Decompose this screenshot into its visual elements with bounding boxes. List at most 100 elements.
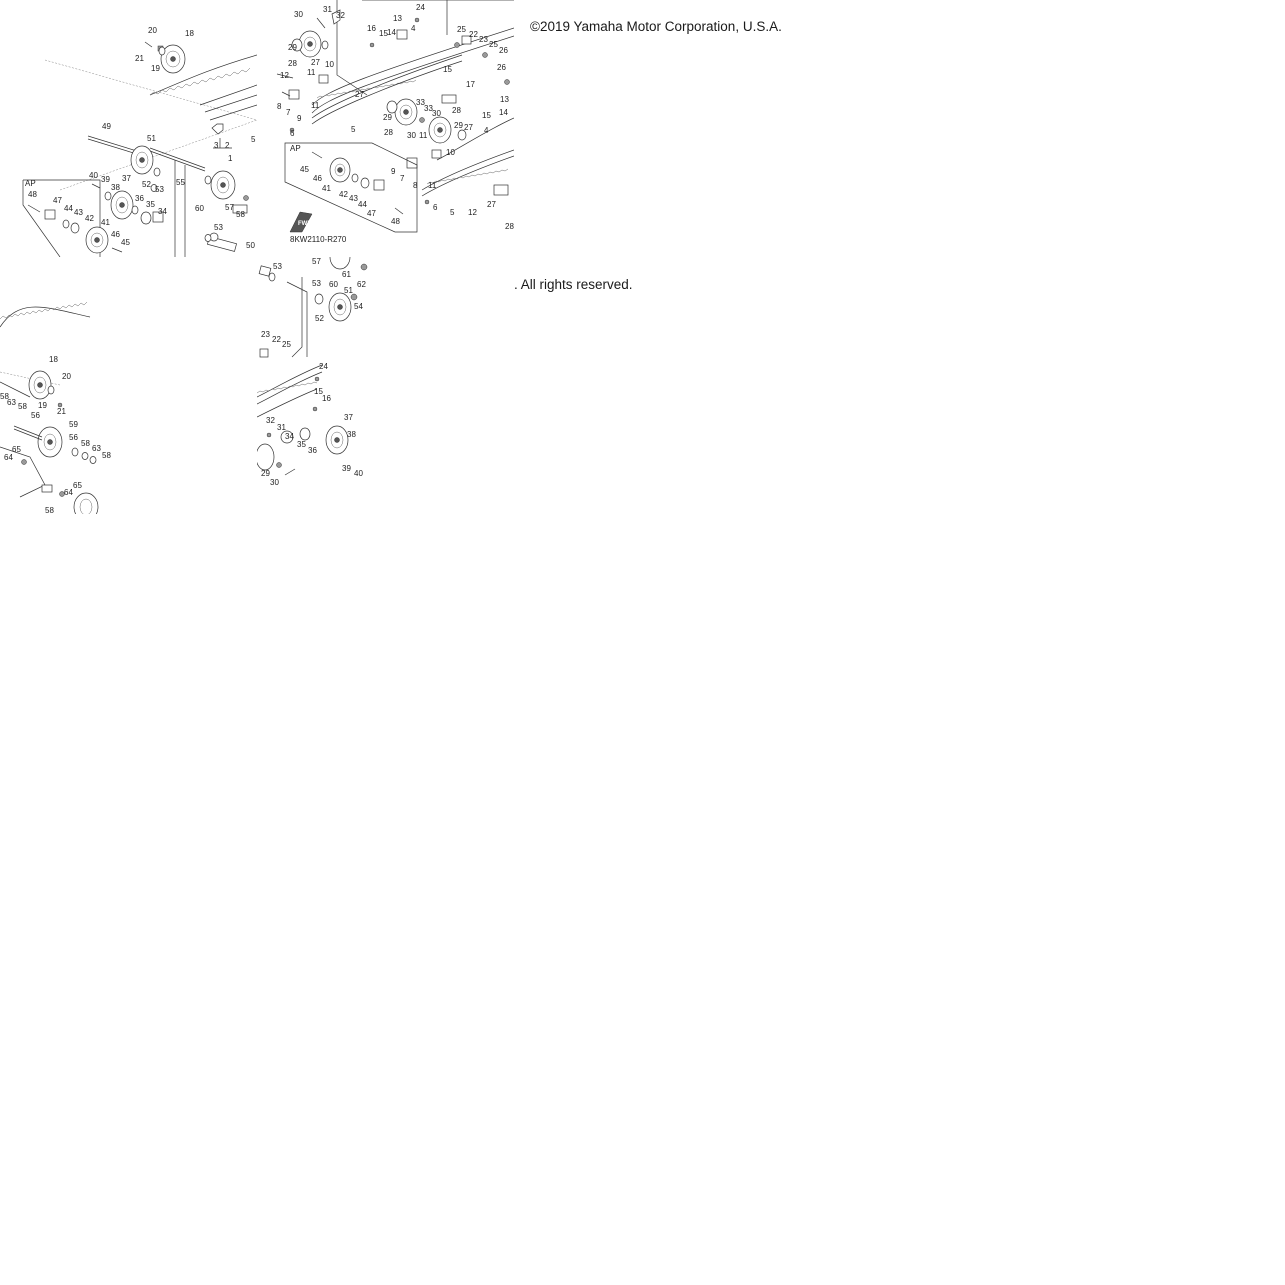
- wheel-41-ap: [329, 157, 351, 183]
- copyright-text: ©2019 Yamaha Motor Corporation, U.S.A.: [530, 19, 782, 34]
- svg-text:58: 58: [236, 210, 245, 219]
- svg-text:21: 21: [135, 54, 144, 63]
- svg-text:53: 53: [155, 185, 164, 194]
- svg-text:38: 38: [347, 430, 356, 439]
- svg-text:29: 29: [383, 113, 392, 122]
- svg-text:7: 7: [286, 108, 291, 117]
- svg-text:41: 41: [101, 218, 110, 227]
- wheel-30-upper: [298, 30, 322, 58]
- svg-text:23: 23: [261, 330, 270, 339]
- svg-text:64: 64: [64, 488, 73, 497]
- svg-text:32: 32: [266, 416, 275, 425]
- fwd-arrow-icon: FWD: [289, 211, 313, 233]
- svg-text:AP: AP: [290, 144, 301, 153]
- svg-text:40: 40: [354, 469, 363, 478]
- svg-text:51: 51: [147, 134, 156, 143]
- svg-text:6: 6: [290, 129, 295, 138]
- svg-text:11: 11: [307, 68, 316, 77]
- svg-text:32: 32: [336, 11, 345, 20]
- svg-text:13: 13: [393, 14, 402, 23]
- svg-text:28: 28: [505, 222, 514, 231]
- svg-text:47: 47: [367, 209, 376, 218]
- svg-text:28: 28: [384, 128, 393, 137]
- svg-text:20: 20: [62, 372, 71, 381]
- svg-text:22: 22: [272, 335, 281, 344]
- svg-text:30: 30: [270, 478, 279, 487]
- svg-text:53: 53: [214, 223, 223, 232]
- svg-text:46: 46: [313, 174, 322, 183]
- svg-text:29: 29: [288, 43, 297, 52]
- svg-text:30: 30: [407, 131, 416, 140]
- svg-text:21: 21: [57, 407, 66, 416]
- svg-text:24: 24: [416, 3, 425, 12]
- svg-text:63: 63: [7, 398, 16, 407]
- svg-text:12: 12: [280, 71, 289, 80]
- svg-text:24: 24: [319, 362, 328, 371]
- svg-text:11: 11: [311, 101, 320, 110]
- svg-text:14: 14: [499, 108, 508, 117]
- svg-text:42: 42: [339, 190, 348, 199]
- svg-text:38: 38: [111, 183, 120, 192]
- svg-text:16: 16: [367, 24, 376, 33]
- svg-text:19: 19: [38, 401, 47, 410]
- svg-text:29: 29: [454, 121, 463, 130]
- svg-text:34: 34: [158, 207, 167, 216]
- svg-text:12: 12: [468, 208, 477, 217]
- svg-text:27: 27: [311, 58, 320, 67]
- svg-text:25: 25: [457, 25, 466, 34]
- svg-text:2: 2: [225, 141, 230, 150]
- svg-text:15: 15: [443, 65, 452, 74]
- svg-text:42: 42: [85, 214, 94, 223]
- svg-text:17: 17: [466, 80, 475, 89]
- svg-text:9: 9: [297, 114, 302, 123]
- svg-text:55: 55: [176, 178, 185, 187]
- svg-text:30: 30: [432, 109, 441, 118]
- svg-text:57: 57: [312, 257, 321, 266]
- wheel-29-right: [428, 116, 452, 144]
- svg-text:27: 27: [464, 123, 473, 132]
- svg-text:31: 31: [323, 5, 332, 14]
- svg-text:35: 35: [146, 200, 155, 209]
- diagram-code: 8KW2110-R270: [290, 235, 347, 244]
- svg-text:49: 49: [102, 122, 111, 131]
- svg-text:60: 60: [195, 204, 204, 213]
- svg-text:1: 1: [228, 154, 233, 163]
- wheel-51-rear: [328, 292, 352, 322]
- svg-text:58: 58: [0, 392, 9, 401]
- svg-text:27: 27: [487, 200, 496, 209]
- svg-text:36: 36: [135, 194, 144, 203]
- svg-text:15: 15: [379, 29, 388, 38]
- svg-text:58: 58: [45, 506, 54, 514]
- svg-text:18: 18: [49, 355, 58, 364]
- svg-text:27: 27: [355, 90, 364, 99]
- svg-text:14: 14: [387, 28, 396, 37]
- svg-text:10: 10: [446, 148, 455, 157]
- svg-text:56: 56: [69, 433, 78, 442]
- svg-text:41: 41: [322, 184, 331, 193]
- svg-text:44: 44: [64, 204, 73, 213]
- svg-text:54: 54: [354, 302, 363, 311]
- group-label-ap: AP: [25, 179, 36, 188]
- svg-text:44: 44: [358, 200, 367, 209]
- svg-text:10: 10: [325, 60, 334, 69]
- svg-text:36: 36: [308, 446, 317, 455]
- svg-text:46: 46: [111, 230, 120, 239]
- svg-text:15: 15: [482, 111, 491, 120]
- svg-text:58: 58: [102, 451, 111, 460]
- svg-text:28: 28: [452, 106, 461, 115]
- svg-text:20: 20: [148, 26, 157, 35]
- svg-text:30: 30: [294, 10, 303, 19]
- svg-text:8: 8: [413, 181, 418, 190]
- svg-text:39: 39: [342, 464, 351, 473]
- svg-text:26: 26: [497, 63, 506, 72]
- idler-wheel-18: [160, 44, 186, 74]
- svg-text:11: 11: [419, 131, 428, 140]
- svg-text:48: 48: [391, 217, 400, 226]
- svg-text:37: 37: [122, 174, 131, 183]
- svg-text:FWD: FWD: [298, 221, 312, 227]
